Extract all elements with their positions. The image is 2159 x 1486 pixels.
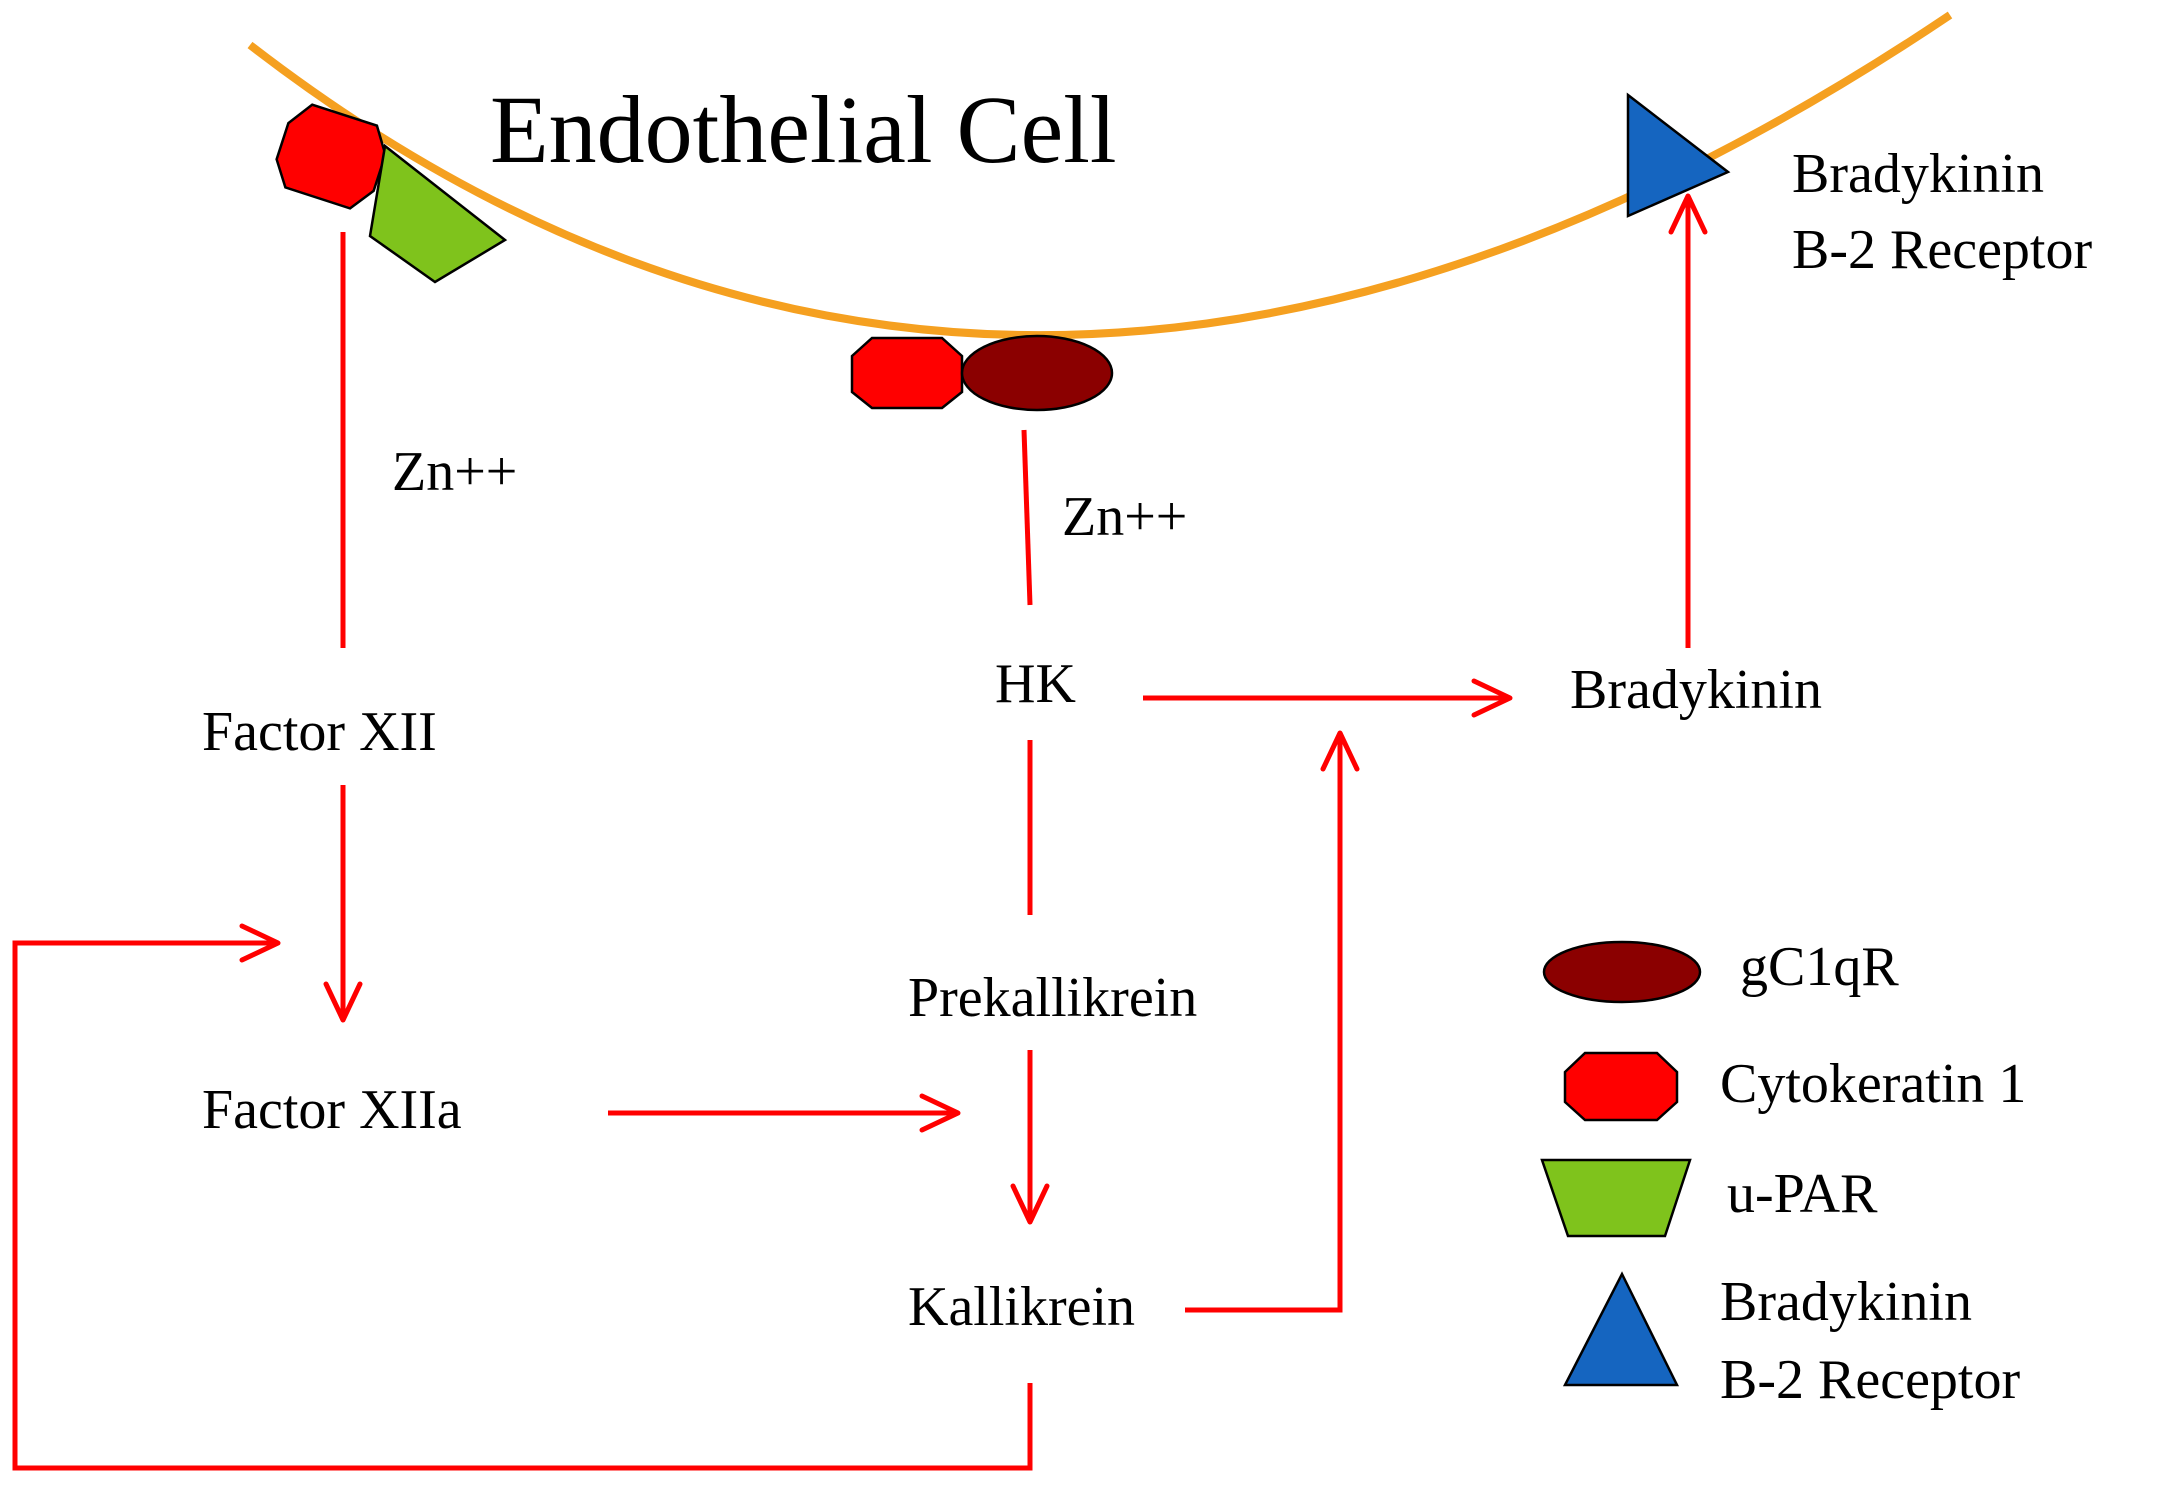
bradykinin-label: Bradykinin bbox=[1570, 659, 1822, 721]
kallikrein-label: Kallikrein bbox=[908, 1276, 1135, 1338]
factor-xiia-label: Factor XIIa bbox=[202, 1079, 462, 1141]
hk-label: HK bbox=[995, 653, 1076, 715]
legend-b2-receptor-label-line2: B-2 Receptor bbox=[1720, 1349, 2020, 1411]
arrowhead-hk-to-bradykinin bbox=[1471, 678, 1513, 718]
connector-gc1qr-hk bbox=[1021, 429, 1033, 606]
arrowhead-factor-xiia-to-kallikrein bbox=[919, 1093, 961, 1133]
arrowhead-kallikrein-feedback bbox=[239, 923, 281, 963]
legend-gc1qr-shape bbox=[1542, 940, 1702, 1004]
legend-upar-label: u-PAR bbox=[1727, 1163, 1878, 1225]
legend-b2-receptor-shape bbox=[1562, 1271, 1680, 1387]
upar-shape bbox=[368, 143, 508, 284]
cytokeratin-1-left-shape bbox=[275, 103, 387, 210]
prekallikrein-label: Prekallikrein bbox=[908, 967, 1197, 1029]
zn-ion-left-label: Zn++ bbox=[392, 441, 517, 503]
arrowhead-prekallikrein-to-kallikrein bbox=[1010, 1183, 1050, 1225]
arrowhead-bradykinin-to-b2-receptor bbox=[1668, 193, 1708, 235]
diagram-title: Endothelial Cell bbox=[490, 76, 1117, 183]
legend-cytokeratin-1-shape bbox=[1563, 1051, 1679, 1122]
arrow-kallikrein-feedback-to-factor-xii bbox=[12, 940, 1033, 1471]
legend-upar-shape bbox=[1540, 1158, 1692, 1238]
legend: gC1qR Cytokeratin 1 u-PAR Bradykinin B-2… bbox=[1540, 936, 2026, 1411]
legend-gc1qr-label: gC1qR bbox=[1740, 936, 1899, 998]
arrowhead-kallikrein-to-cleavage bbox=[1320, 730, 1360, 772]
b2-receptor-membrane-shape bbox=[1626, 92, 1731, 218]
arrow-kallikrein-to-cleavage bbox=[1185, 733, 1343, 1313]
b2-receptor-label-line2: B-2 Receptor bbox=[1792, 219, 2092, 281]
arrowhead-factor-xii-to-xiia bbox=[323, 981, 363, 1023]
factor-xii-label: Factor XII bbox=[202, 701, 437, 763]
cytokeratin-1-center-shape bbox=[850, 336, 964, 410]
legend-b2-receptor-label-line1: Bradykinin bbox=[1720, 1271, 1972, 1333]
zn-ion-center-label: Zn++ bbox=[1062, 486, 1187, 548]
gc1qr-shape bbox=[960, 334, 1114, 412]
b2-receptor-label-line1: Bradykinin bbox=[1792, 143, 2044, 205]
legend-cytokeratin-1-label: Cytokeratin 1 bbox=[1720, 1053, 2026, 1115]
